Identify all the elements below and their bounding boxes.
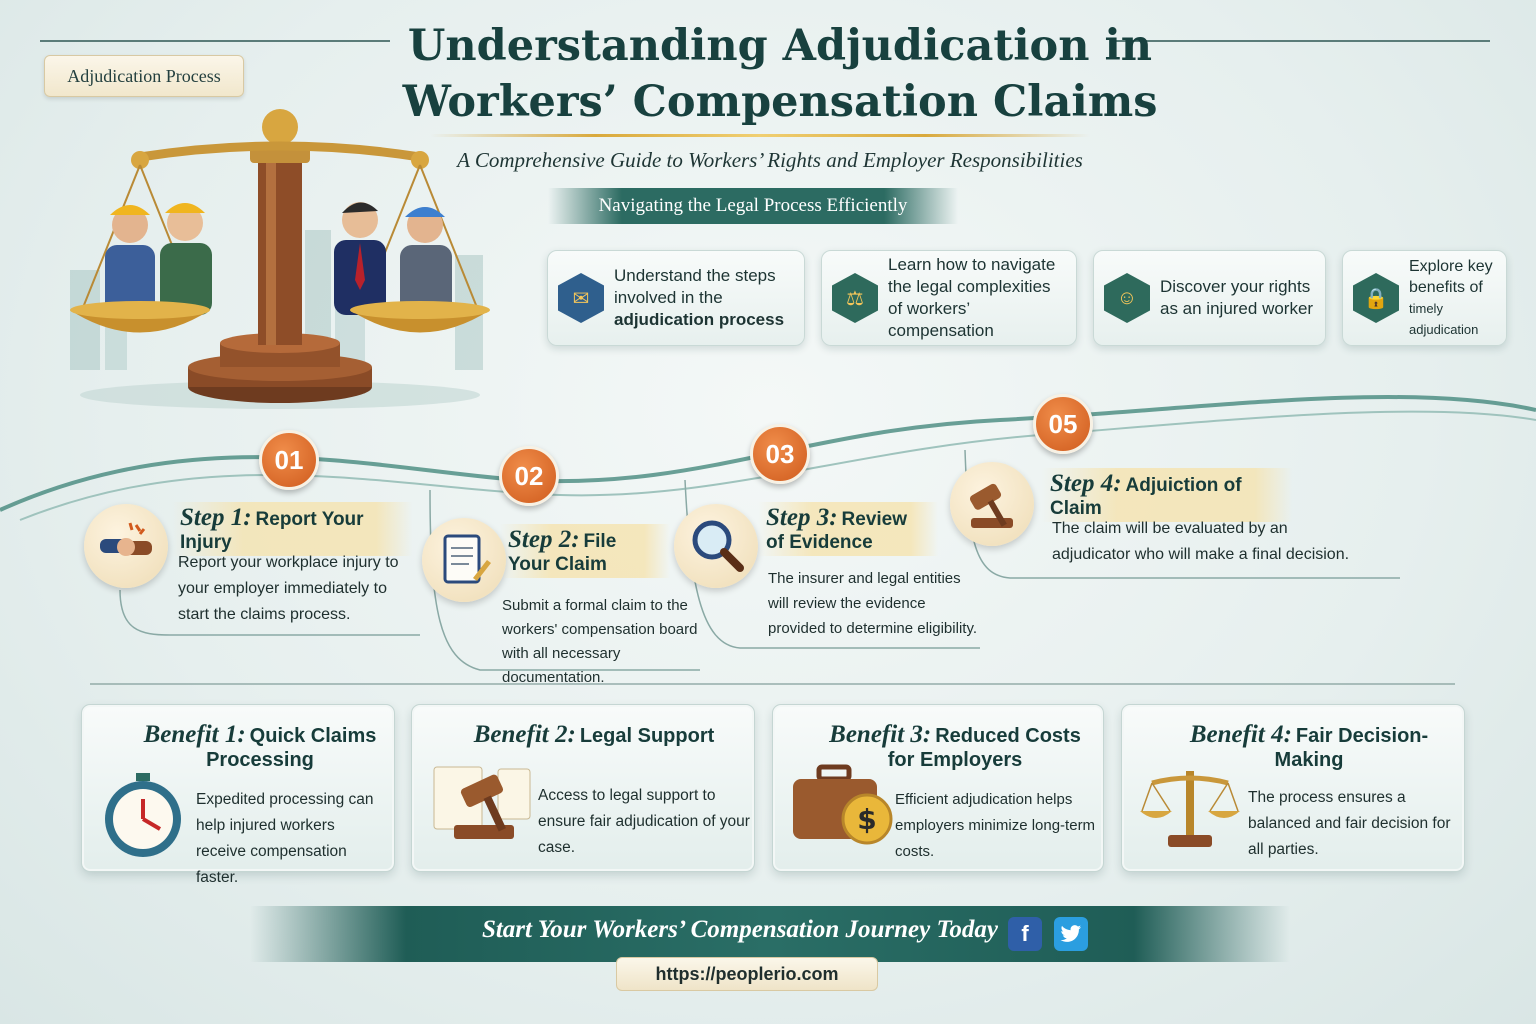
section-divider [90, 683, 1455, 685]
benefit-card-fair-decision: Benefit 4: Fair Decision-Making The proc… [1121, 704, 1465, 872]
step-4-title: Step 4: Adjuiction of Claim [1042, 468, 1292, 522]
twitter-bird-icon [1060, 925, 1082, 942]
benefit-number: Benefit 1: [143, 721, 246, 748]
goal-text: Learn how to navigate the legal complexi… [888, 255, 1056, 340]
goal-card-explore-benefits: 🔒 Explore key benefits of timely adjudic… [1342, 250, 1507, 346]
step-name: Report Your Injury [180, 509, 364, 553]
step-name: Adjuiction of Claim [1050, 475, 1242, 519]
benefit-name: Fair Decision-Making [1274, 725, 1429, 771]
magnifying-glass-icon [674, 504, 758, 588]
website-link[interactable]: https://peoplerio.com [616, 957, 878, 991]
benefit-card-quick-processing: Benefit 1: Quick Claims Processing Exped… [81, 704, 395, 886]
svg-text:$: $ [857, 803, 876, 836]
goal-text: Understand the steps involved in the [614, 266, 776, 307]
person-icon: ☺ [1104, 273, 1150, 323]
goal-card-discover-rights: ☺ Discover your rights as an injured wor… [1093, 250, 1326, 346]
twitter-icon[interactable]: t [1054, 917, 1088, 951]
step-3-title: Step 3: Review of Evidence [758, 502, 938, 556]
step-4-description: The claim will be evaluated by an adjudi… [1052, 520, 1350, 563]
briefcase-dollar-icon: $ [793, 764, 893, 845]
step-number: Step 4: [1050, 470, 1122, 497]
goal-bold-text: timely adjudication [1409, 301, 1479, 337]
stopwatch-icon [105, 773, 181, 857]
benefit-number: Benefit 4: [1189, 721, 1292, 748]
benefit-number: Benefit 3: [829, 721, 932, 748]
step-name: File Your Claim [508, 531, 617, 575]
step-2-description: Submit a formal claim to the workers' co… [502, 597, 698, 686]
goal-text: Explore key benefits of [1409, 258, 1493, 296]
step-1-title: Step 1: Report Your Injury [172, 502, 412, 556]
adjudication-process-tag: Adjudication Process [44, 55, 244, 97]
benefit-3-description: Efficient adjudication helps employers m… [895, 791, 1096, 860]
benefit-name: Quick Claims Processing [206, 725, 377, 771]
goal-text: Discover your rights as an injured worke… [1160, 277, 1314, 318]
step-badge-01: 01 [259, 430, 319, 490]
step-badge-05: 05 [1033, 394, 1093, 454]
step-number: Step 1: [180, 504, 252, 531]
step-badge-02: 02 [499, 446, 559, 506]
handshake-icon [84, 504, 168, 588]
header-rule-right [1112, 40, 1490, 42]
title-line-1: Understanding Adjudication in [407, 21, 1153, 71]
facebook-icon[interactable]: f [1008, 917, 1042, 951]
step-number: Step 2: [508, 526, 580, 553]
step-number: Step 3: [766, 504, 838, 531]
step-name: Review of Evidence [766, 509, 908, 553]
step-2-title: Step 2: File Your Claim [500, 524, 670, 578]
page-title: Understanding Adjudication in Workers’ C… [380, 18, 1180, 130]
benefit-4-description: The process ensures a balanced and fair … [1248, 789, 1451, 858]
scale-icon: ⚖ [832, 273, 878, 323]
benefit-name: Reduced Costs for Employers [887, 725, 1081, 771]
goal-bold-text: adjudication process [614, 310, 785, 329]
benefit-card-reduced-costs: Benefit 3: Reduced Costs for Employers $… [772, 704, 1104, 872]
step-badge-03: 03 [750, 424, 810, 484]
navigation-banner: Navigating the Legal Process Efficiently [548, 188, 958, 224]
goal-card-navigate-legal: ⚖ Learn how to navigate the legal comple… [821, 250, 1077, 346]
benefit-2-description: Access to legal support to ensure fair a… [538, 787, 750, 856]
header-rule-left [40, 40, 390, 42]
title-underline [430, 134, 1090, 137]
benefit-name: Legal Support [579, 725, 715, 747]
gavel-documents-icon [433, 766, 531, 839]
step-1-description: Report your workplace injury to your emp… [178, 554, 399, 623]
justice-scale-illustration [70, 109, 490, 409]
envelope-icon: ✉ [558, 273, 604, 323]
document-pen-icon [422, 518, 506, 602]
footer-call-to-action: Start Your Workers’ Compensation Journey… [481, 916, 999, 943]
title-line-2: Workers’ Compensation Claims [402, 77, 1158, 127]
step-3-description: The insurer and legal entities will revi… [768, 570, 977, 637]
benefit-card-legal-support: Benefit 2: Legal Support Access to legal… [411, 704, 755, 872]
goal-card-understand-steps: ✉ Understand the steps involved in the a… [547, 250, 805, 346]
footer-band [250, 906, 1290, 962]
page-subtitle: A Comprehensive Guide to Workers’ Rights… [457, 148, 1083, 172]
benefit-1-description: Expedited processing can help injured wo… [196, 791, 374, 886]
gavel-icon [950, 462, 1034, 546]
benefit-number: Benefit 2: [473, 721, 576, 748]
balance-scale-icon [1140, 771, 1240, 847]
lock-icon: 🔒 [1353, 273, 1399, 323]
